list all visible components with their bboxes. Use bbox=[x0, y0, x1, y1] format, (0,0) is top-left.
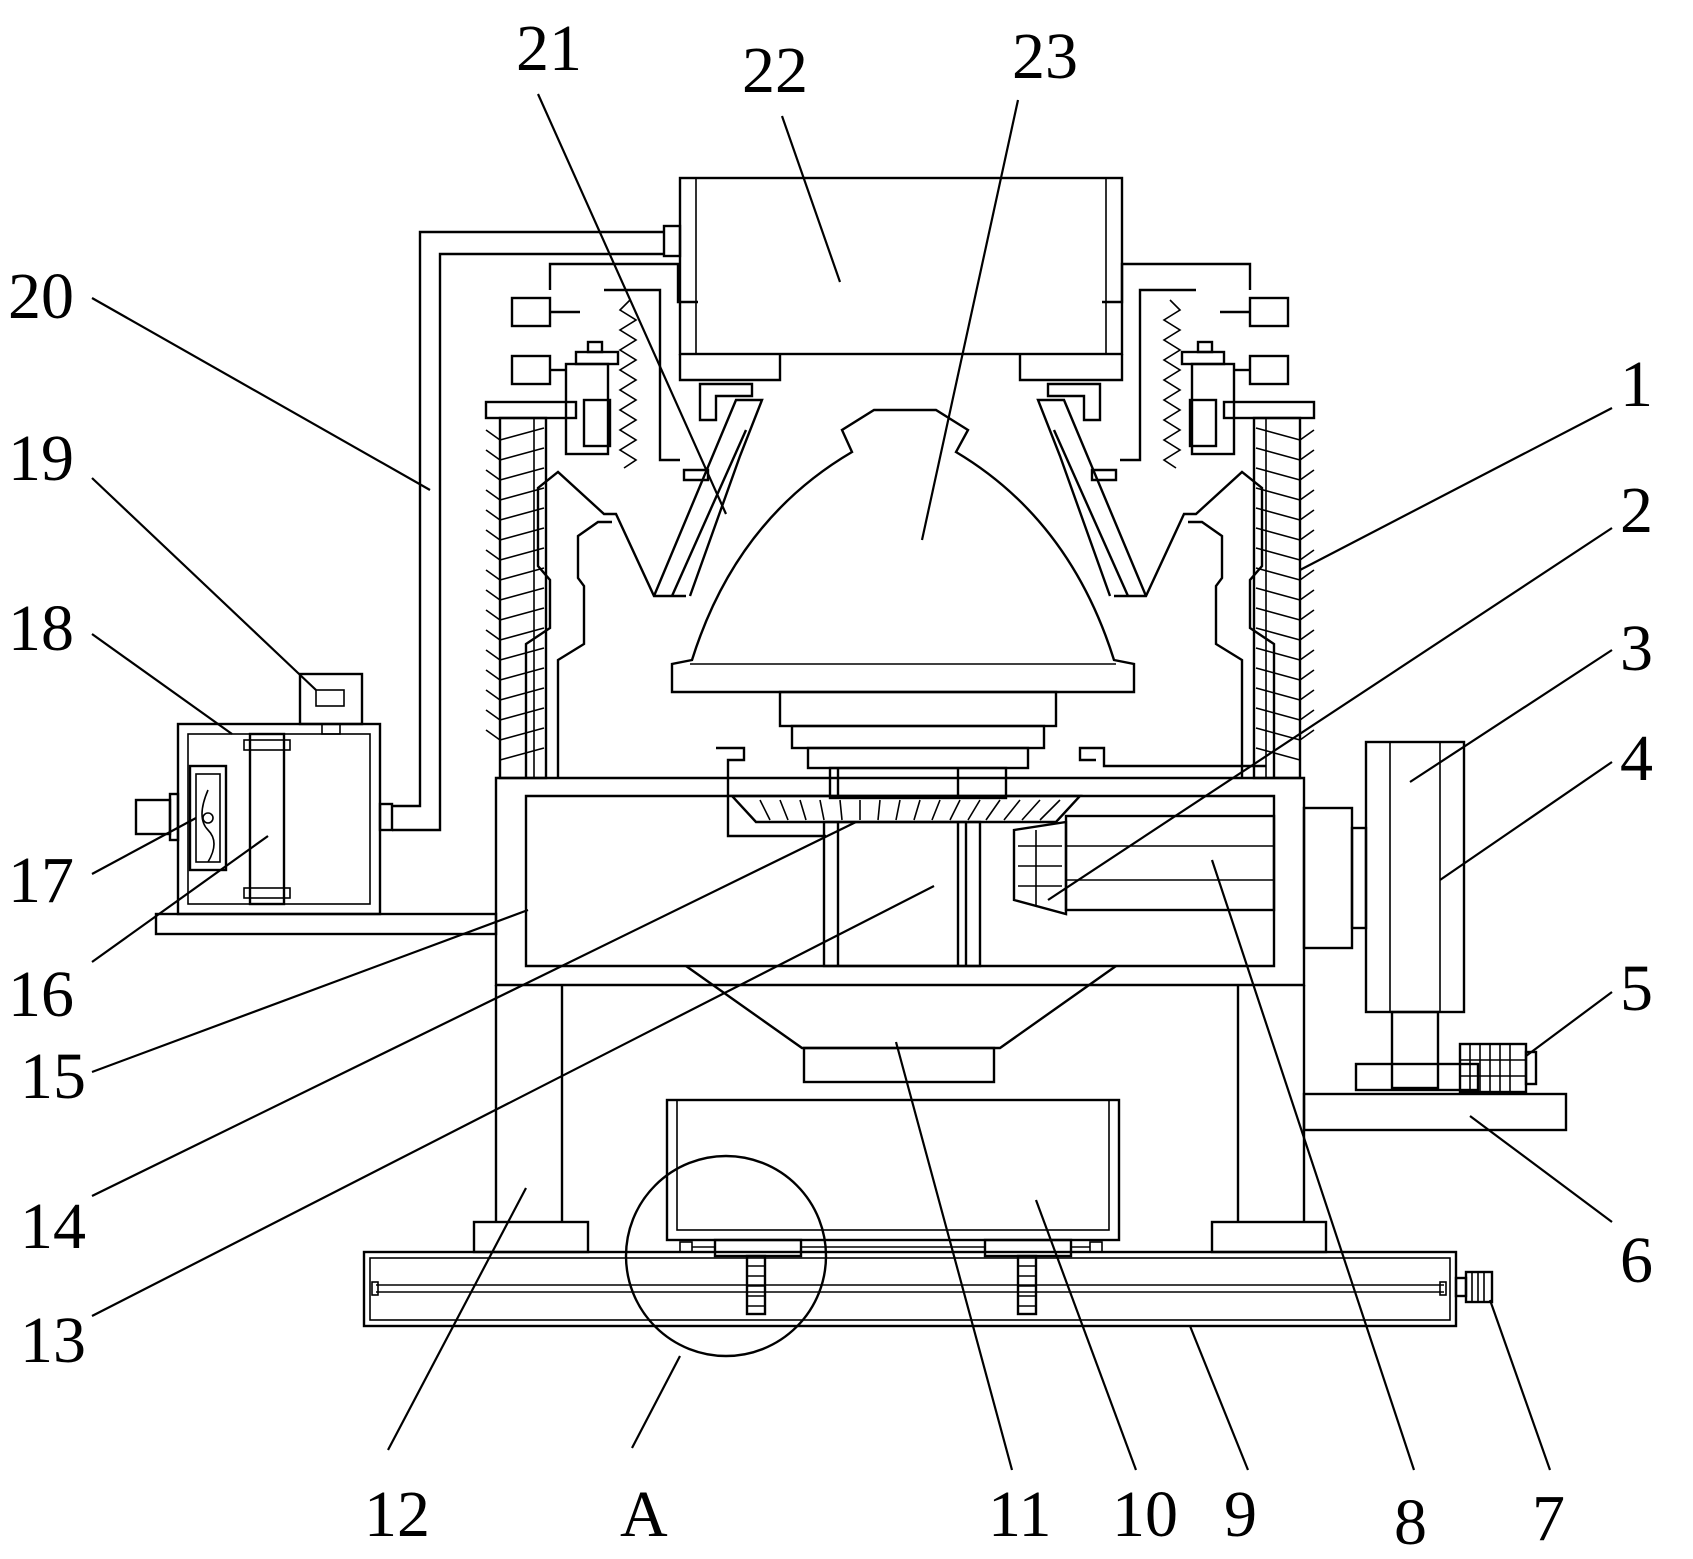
label-12: 12 bbox=[364, 1478, 430, 1551]
label-6: 6 bbox=[1620, 1224, 1653, 1297]
label-11: 11 bbox=[988, 1478, 1052, 1551]
main-body bbox=[494, 746, 1306, 1084]
label-2: 2 bbox=[1620, 474, 1653, 547]
detail-circle-a bbox=[624, 1154, 828, 1358]
label-1: 1 bbox=[1620, 348, 1653, 421]
label-19: 19 bbox=[8, 422, 74, 495]
rail-motor bbox=[1454, 1270, 1494, 1304]
label-15: 15 bbox=[20, 1040, 86, 1113]
label-9: 9 bbox=[1224, 1478, 1257, 1551]
label-7: 7 bbox=[1532, 1482, 1565, 1555]
label-16: 16 bbox=[8, 958, 74, 1031]
support-legs bbox=[472, 985, 1328, 1254]
label-18: 18 bbox=[8, 592, 74, 665]
label-23: 23 bbox=[1012, 20, 1078, 93]
label-17: 17 bbox=[8, 844, 74, 917]
label-5: 5 bbox=[1620, 952, 1653, 1025]
dust-collector bbox=[134, 230, 664, 936]
label-a: A bbox=[620, 1478, 668, 1551]
label-13: 13 bbox=[20, 1304, 86, 1377]
label-22: 22 bbox=[742, 34, 808, 107]
label-8: 8 bbox=[1394, 1486, 1427, 1559]
label-20: 20 bbox=[8, 260, 74, 333]
leader-lines bbox=[91, 93, 1613, 1471]
crusher-chamber bbox=[484, 176, 1316, 800]
label-10: 10 bbox=[1112, 1478, 1178, 1551]
collection-box bbox=[665, 1098, 1121, 1316]
pulley-assembly bbox=[1302, 740, 1568, 1132]
spring-columns bbox=[485, 416, 1315, 780]
base-rail bbox=[362, 1250, 1458, 1328]
label-4: 4 bbox=[1620, 722, 1653, 795]
part-labels: 1 2 3 4 5 6 7 8 9 10 11 12 13 14 15 16 1… bbox=[8, 12, 1653, 1559]
label-14: 14 bbox=[20, 1190, 86, 1263]
label-3: 3 bbox=[1620, 612, 1653, 685]
label-21: 21 bbox=[516, 12, 582, 85]
